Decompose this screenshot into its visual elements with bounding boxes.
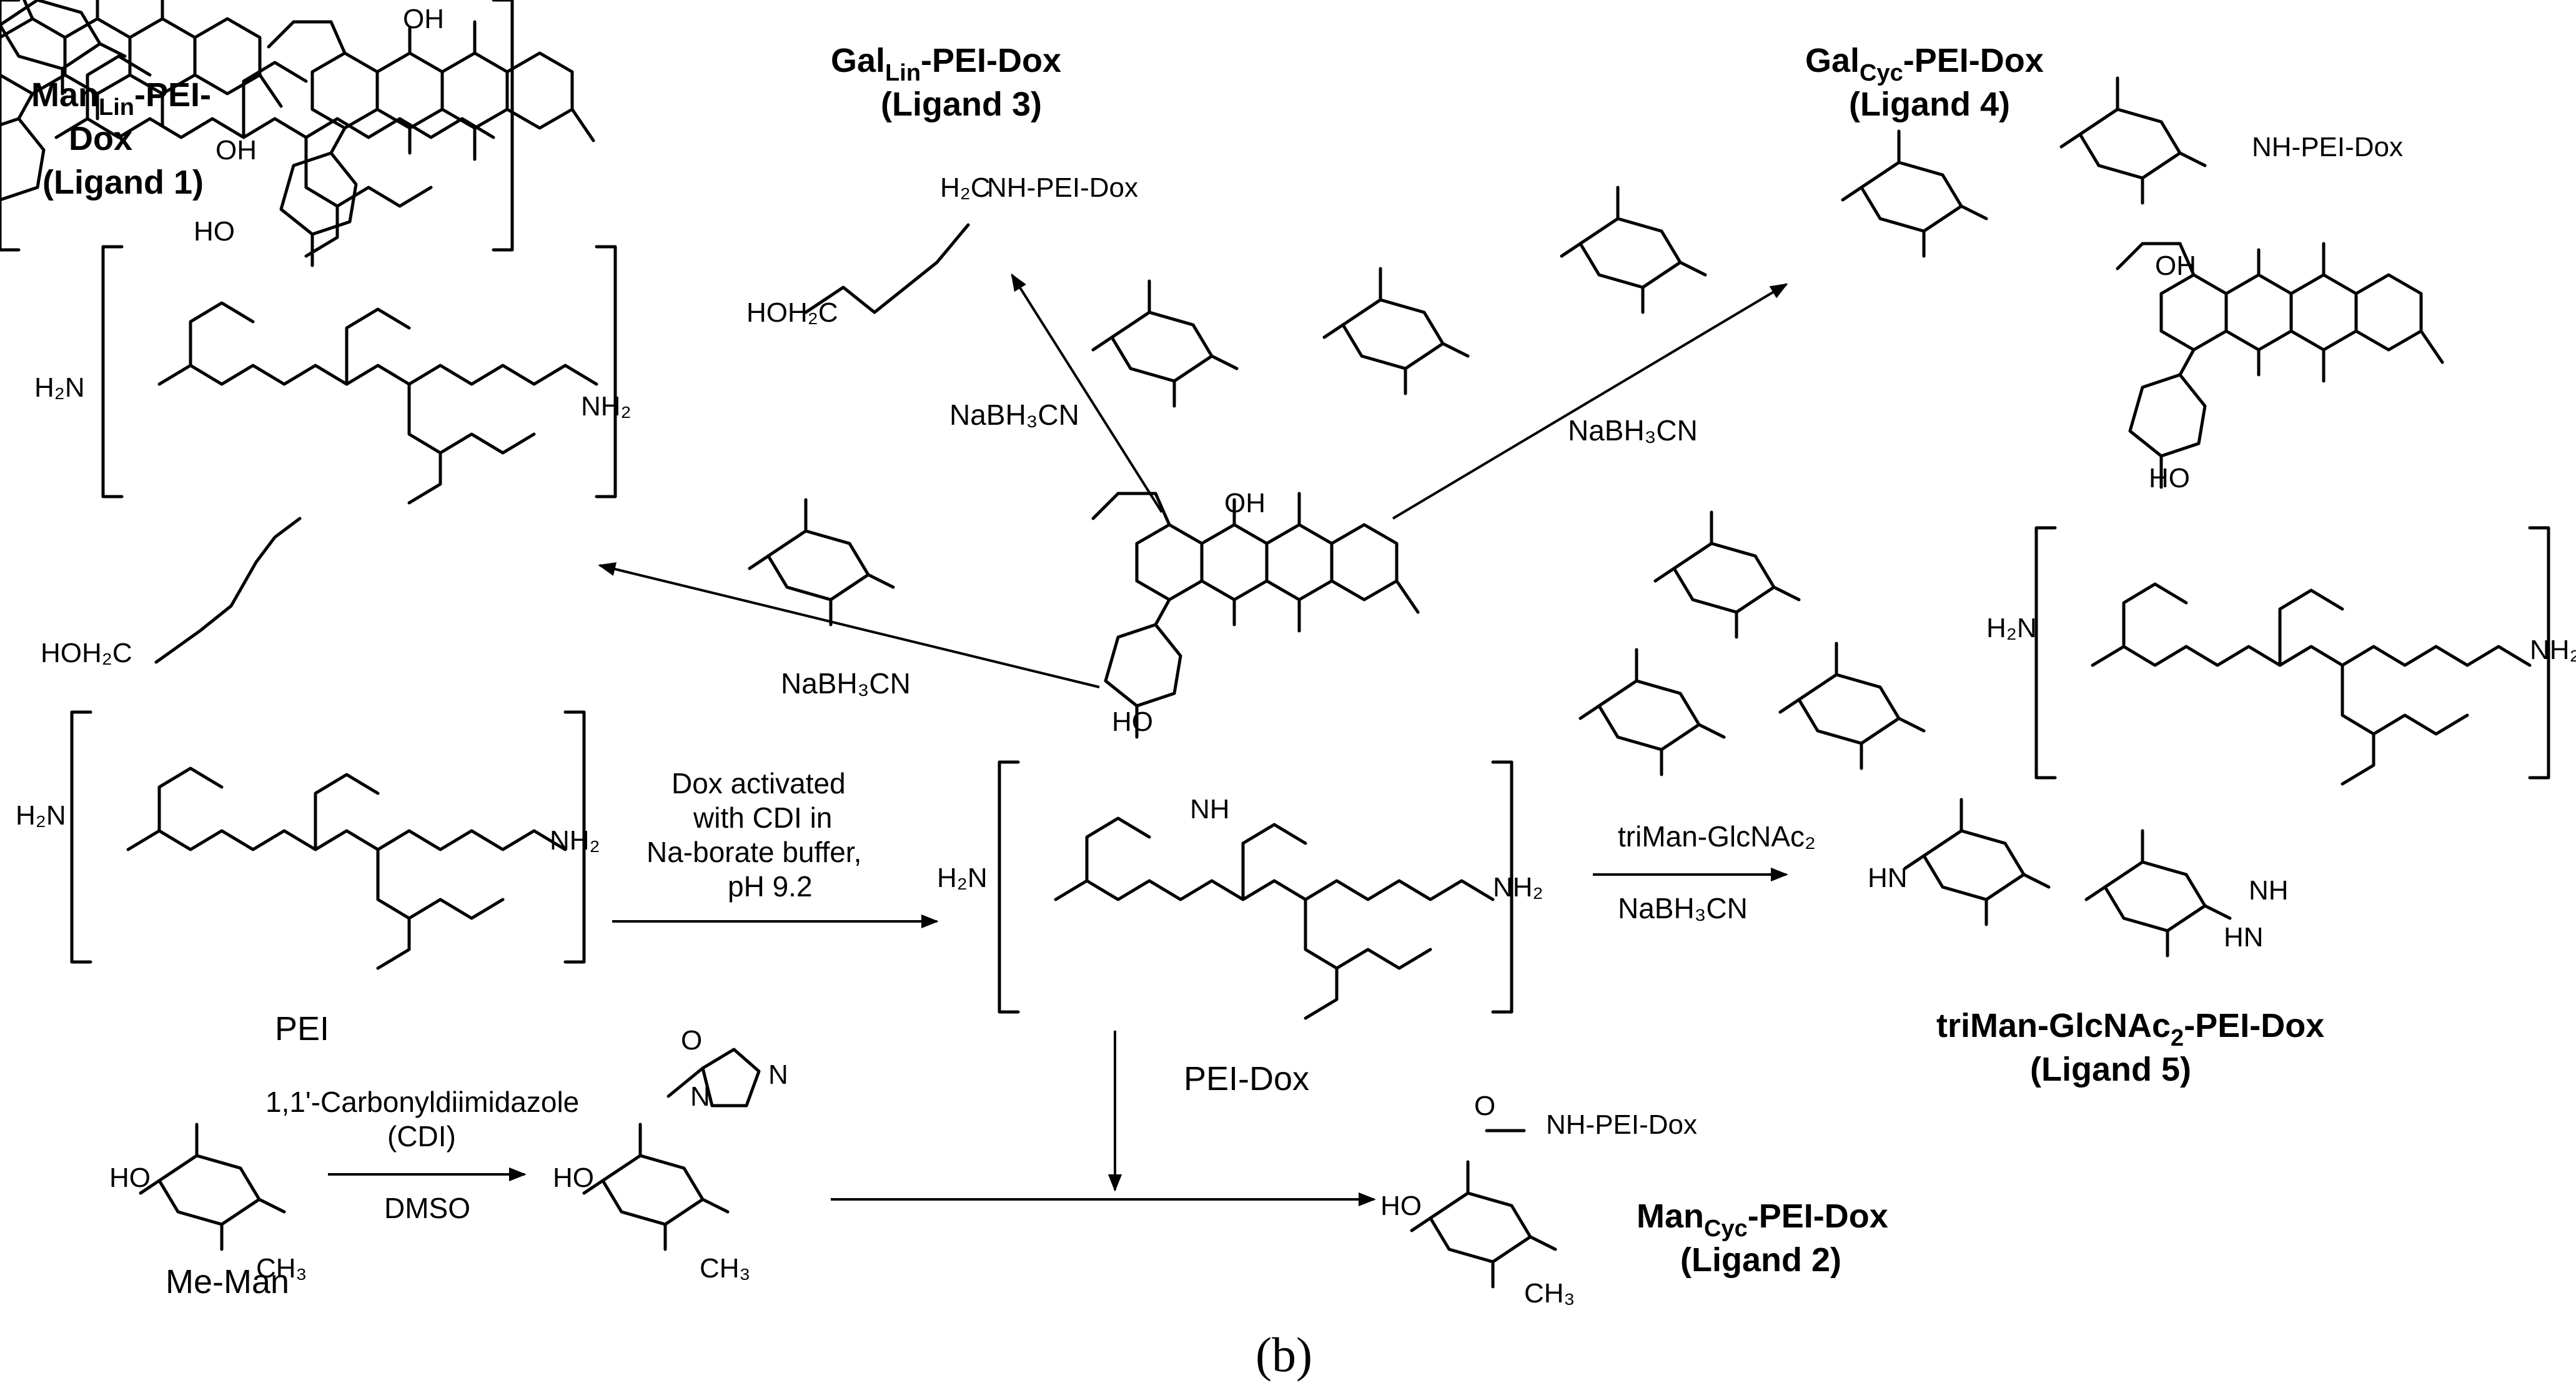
sugar-me-man bbox=[141, 1124, 284, 1249]
svg-text:HO: HO bbox=[553, 1162, 594, 1193]
reagent-triman-glcnac: triMan-GlcNAc₂ bbox=[1618, 820, 1816, 853]
reagent-dmso: DMSO bbox=[384, 1192, 470, 1224]
svg-text:NH₂: NH₂ bbox=[581, 391, 632, 422]
svg-text:HO: HO bbox=[1380, 1191, 1422, 1221]
svg-text:with CDI in: with CDI in bbox=[693, 801, 832, 834]
carbamate-bond-cdi bbox=[666, 1066, 705, 1098]
svg-text:HO: HO bbox=[194, 216, 235, 247]
svg-text:NH₂: NH₂ bbox=[2530, 635, 2576, 665]
label-pei: PEI bbox=[275, 1010, 329, 1048]
svg-text:HOH₂C: HOH₂C bbox=[41, 638, 132, 668]
svg-text:H₂N: H₂N bbox=[34, 372, 85, 403]
svg-text:NH-PEI-Dox: NH-PEI-Dox bbox=[2252, 132, 2403, 162]
svg-text:NH-PEI-Dox: NH-PEI-Dox bbox=[1546, 1109, 1697, 1140]
svg-text:triMan-GlcNAc2-PEI-Dox: triMan-GlcNAc2-PEI-Dox bbox=[1936, 1007, 2324, 1051]
linear-chain-gal-lin bbox=[804, 223, 970, 314]
svg-text:(Ligand 1): (Ligand 1) bbox=[42, 164, 204, 201]
svg-text:ManCyc-PEI-Dox: ManCyc-PEI-Dox bbox=[1637, 1197, 1888, 1242]
dox-center bbox=[1093, 493, 1418, 737]
svg-text:NH₂: NH₂ bbox=[1493, 872, 1543, 903]
sugar-gal-cyc-b bbox=[2061, 78, 2205, 203]
sugar-triman-b bbox=[1580, 650, 1724, 775]
svg-text:NH: NH bbox=[1190, 794, 1230, 825]
svg-text:HN: HN bbox=[2224, 922, 2264, 953]
doxorubicin-structure bbox=[0, 0, 283, 233]
svg-text:HO: HO bbox=[1112, 706, 1153, 737]
svg-text:H₂N: H₂N bbox=[1986, 613, 2037, 643]
svg-text:H₂N: H₂N bbox=[937, 863, 988, 893]
title-man-lin: ManLin-PEI- Dox (Ligand 1) bbox=[31, 76, 211, 201]
svg-text:NH-PEI-Dox: NH-PEI-Dox bbox=[987, 172, 1138, 203]
atom-labels: NH-PEI-Dox NH-PEI-Dox NH-PEI-Dox H₂C HOH… bbox=[16, 4, 2576, 1309]
pei-free bbox=[72, 712, 584, 968]
sugar-triman-e bbox=[2086, 831, 2230, 956]
pei-structure bbox=[0, 0, 514, 258]
pei-dox bbox=[999, 762, 1512, 1018]
linear-chain-man-lin bbox=[154, 517, 302, 664]
svg-text:Dox activated: Dox activated bbox=[671, 767, 846, 800]
svg-text:H₂N: H₂N bbox=[16, 800, 66, 831]
svg-text:(Ligand 2): (Ligand 2) bbox=[1680, 1241, 1841, 1279]
imidazole-ring bbox=[701, 1048, 761, 1108]
pei-triman bbox=[2036, 528, 2549, 784]
svg-text:(Ligand 5): (Ligand 5) bbox=[2030, 1051, 2191, 1088]
svg-text:GalLin-PEI-Dox: GalLin-PEI-Dox bbox=[831, 42, 1061, 86]
title-gal-lin: GalLin-PEI-Dox (Ligand 3) bbox=[831, 42, 1061, 123]
sugar-lactose-b bbox=[1562, 187, 1705, 312]
svg-text:O: O bbox=[681, 1025, 702, 1056]
sugar-lactose-a bbox=[1324, 269, 1468, 394]
reagent-nabh3cn-man-lin: NaBH₃CN bbox=[781, 667, 911, 700]
reagent-nabh3cn-triman: NaBH₃CN bbox=[1618, 892, 1748, 925]
pei-man-lin bbox=[103, 247, 615, 503]
sugar-triman-c bbox=[1780, 643, 1924, 768]
svg-text:OH: OH bbox=[2155, 250, 2196, 281]
arrow-to-gal-cyc bbox=[1392, 283, 1788, 520]
label-me-man: Me-Man bbox=[166, 1263, 289, 1301]
sugar-triman-d bbox=[1905, 800, 2049, 925]
reagent-cdi-line2: (CDI) bbox=[387, 1120, 456, 1153]
sugar-triman-a bbox=[1655, 512, 1799, 637]
reagent-dox-activation: Dox activated with CDI in Na-borate buff… bbox=[646, 767, 861, 903]
svg-text:(Ligand 3): (Ligand 3) bbox=[881, 86, 1042, 123]
svg-text:HO: HO bbox=[109, 1162, 151, 1193]
reagent-nabh3cn-gal-cyc: NaBH₃CN bbox=[1568, 414, 1698, 447]
panel-label: (b) bbox=[1256, 1327, 1312, 1382]
sugar-me-man-cdi bbox=[584, 1124, 728, 1249]
arrow-to-man-lin bbox=[598, 562, 1100, 688]
svg-text:CH₃: CH₃ bbox=[1524, 1278, 1575, 1309]
svg-text:H₂C: H₂C bbox=[940, 172, 991, 203]
arrow-to-gal-lin bbox=[1011, 273, 1163, 513]
svg-text:NH₂: NH₂ bbox=[550, 825, 600, 856]
title-triman: triMan-GlcNAc2-PEI-Dox (Ligand 5) bbox=[1936, 1007, 2324, 1088]
svg-text:O: O bbox=[1474, 1091, 1495, 1121]
sugar-gal-cyc-a bbox=[1843, 131, 1986, 256]
sugar-ring bbox=[0, 0, 127, 96]
svg-text:OH: OH bbox=[403, 4, 444, 34]
svg-text:NH: NH bbox=[2249, 875, 2289, 906]
sugar-man-cyc bbox=[1412, 1162, 1555, 1287]
title-man-cyc: ManCyc-PEI-Dox (Ligand 2) bbox=[1637, 1197, 1888, 1279]
dox-man-lin bbox=[269, 22, 593, 265]
label-pei-dox: PEI-Dox bbox=[1184, 1060, 1309, 1098]
svg-text:HN: HN bbox=[1868, 863, 1908, 893]
svg-text:OH: OH bbox=[1224, 488, 1266, 518]
svg-text:OH: OH bbox=[215, 135, 257, 166]
svg-text:GalCyc-PEI-Dox: GalCyc-PEI-Dox bbox=[1805, 42, 2044, 86]
reagent-cdi-line1: 1,1'-Carbonyldiimidazole bbox=[265, 1086, 579, 1118]
svg-text:N: N bbox=[690, 1081, 710, 1112]
svg-text:Na-borate buffer,: Na-borate buffer, bbox=[646, 836, 861, 868]
svg-text:N: N bbox=[768, 1059, 788, 1090]
title-gal-cyc: GalCyc-PEI-Dox (Ligand 4) bbox=[1805, 42, 2044, 123]
svg-text:CH₃: CH₃ bbox=[256, 1253, 307, 1284]
reagent-nabh3cn-gal-lin: NaBH₃CN bbox=[949, 399, 1079, 431]
svg-text:HOH₂C: HOH₂C bbox=[746, 297, 838, 328]
svg-text:(Ligand 4): (Ligand 4) bbox=[1849, 86, 2010, 123]
svg-text:HO: HO bbox=[2149, 463, 2190, 493]
sugar-gal-free bbox=[1093, 281, 1237, 406]
svg-text:CH₃: CH₃ bbox=[700, 1253, 750, 1284]
svg-text:pH 9.2: pH 9.2 bbox=[728, 870, 813, 903]
